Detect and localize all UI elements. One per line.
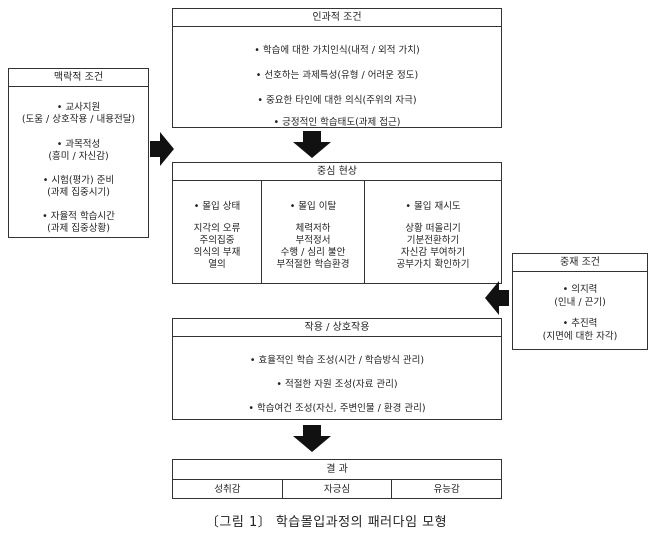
- intervening-item-label: • 추진력: [562, 318, 598, 329]
- column-line: 체력저하: [295, 223, 331, 234]
- column-heading: • 몰입 상태: [193, 201, 241, 212]
- immersion-retry-column: • 몰입 재시도 상황 떠올리기 기분전환하기 자신감 부여하기 공부가치 확인…: [365, 181, 501, 283]
- action-interaction-title: 작용 / 상호작용: [173, 319, 501, 337]
- intervening-item-detail: (인내 / 끈기): [554, 297, 606, 308]
- immersion-departure-column: • 몰입 이탈 체력저하 부적정서 수행 / 심리 불안 부적절한 학습환경: [262, 181, 365, 283]
- column-line: 부적정서: [295, 235, 331, 246]
- contextual-item-label: • 자율적 학습시간: [42, 211, 115, 222]
- action-item: • 학습여건 조성(자신, 주변인물 / 환경 관리): [248, 403, 426, 414]
- down-arrow-icon: [293, 425, 331, 452]
- action-item: • 적절한 자원 조성(자료 관리): [276, 379, 398, 390]
- contextual-item-detail: (도움 / 상호작용 / 내용전달): [21, 114, 136, 125]
- column-line: 지각의 오류: [193, 223, 241, 234]
- action-item: • 효율적인 학습 조성(시간 / 학습방식 관리): [249, 355, 425, 366]
- column-line: 공부가치 확인하기: [396, 259, 470, 270]
- column-line: 의식의 부재: [193, 247, 241, 258]
- figure-caption: 〔그림 1〕 학습몰입과정의 패러다임 모형: [205, 515, 448, 530]
- result-item: 성취감: [173, 480, 283, 498]
- central-phenomenon-title: 중심 현상: [173, 163, 501, 181]
- result-box: 결 과 성취감 자긍심 유능감: [172, 459, 502, 499]
- contextual-conditions-box: 맥락적 조건 • 교사지원 (도움 / 상호작용 / 내용전달) • 과목적성 …: [8, 68, 149, 238]
- down-arrow-icon: [293, 131, 331, 158]
- contextual-item-detail: (흥미 / 자신감): [48, 151, 109, 162]
- result-title: 결 과: [173, 460, 501, 480]
- left-arrow-icon: [485, 281, 509, 315]
- central-phenomenon-box: 중심 현상 • 몰입 상태 지각의 오류 주의집중 의식의 부재 열의 • 몰입…: [172, 162, 502, 284]
- causal-item: • 학습에 대한 가치인식(내적 / 외적 가치): [254, 45, 420, 56]
- causal-item: • 선호하는 과제특성(유형 / 어려운 정도): [255, 70, 419, 81]
- result-item: 자긍심: [283, 480, 393, 498]
- column-line: 수행 / 심리 불안: [280, 247, 346, 258]
- causal-conditions-box: 인과적 조건 • 학습에 대한 가치인식(내적 / 외적 가치) • 선호하는 …: [172, 8, 502, 128]
- column-line: 기분전환하기: [406, 235, 460, 246]
- immersion-state-column: • 몰입 상태 지각의 오류 주의집중 의식의 부재 열의: [173, 181, 262, 283]
- contextual-item-detail: (과제 집중상황): [47, 223, 110, 234]
- column-heading: • 몰입 이탈: [289, 201, 337, 212]
- intervening-conditions-box: 중재 조건 • 의지력 (인내 / 끈기) • 추진력 (지면에 대한 자각): [512, 253, 648, 350]
- result-item: 유능감: [433, 484, 460, 495]
- contextual-item-label: • 과목적성: [56, 139, 101, 150]
- column-line: 부적절한 학습환경: [276, 259, 350, 270]
- action-interaction-box: 작용 / 상호작용 • 효율적인 학습 조성(시간 / 학습방식 관리) • 적…: [172, 318, 502, 420]
- column-heading: • 몰입 재시도: [405, 201, 461, 212]
- contextual-item-detail: (과제 집중시기): [47, 187, 110, 198]
- column-line: 상황 떠올리기: [405, 223, 461, 234]
- causal-item: • 긍정적인 학습태도(과제 접근): [273, 117, 401, 128]
- column-line: 자신감 부여하기: [400, 247, 466, 258]
- right-arrow-icon: [150, 132, 174, 166]
- causal-item: • 중요한 타인에 대한 의식(주위의 자극): [257, 95, 417, 106]
- column-line: 열의: [208, 259, 226, 270]
- contextual-item-label: • 교사지원: [56, 102, 101, 113]
- intervening-item-label: • 의지력: [562, 284, 598, 295]
- column-line: 주의집중: [199, 235, 235, 246]
- intervening-item-detail: (지면에 대한 자각): [542, 331, 618, 342]
- causal-conditions-title: 인과적 조건: [173, 9, 501, 27]
- contextual-conditions-title: 맥락적 조건: [9, 69, 148, 87]
- contextual-item-label: • 시험(평가) 준비: [42, 175, 115, 186]
- intervening-conditions-title: 중재 조건: [513, 254, 647, 272]
